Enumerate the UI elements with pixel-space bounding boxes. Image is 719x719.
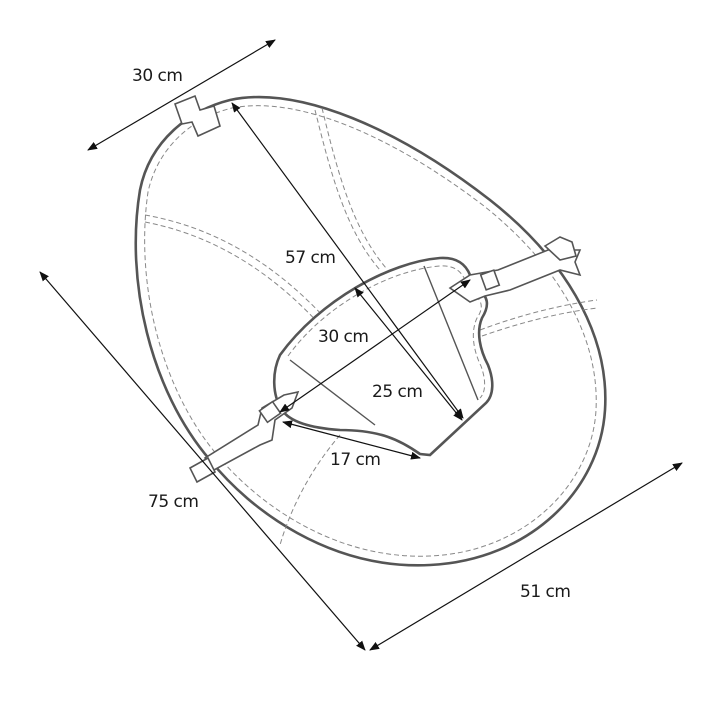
dim-line-total-width [369,462,683,651]
label-insert-length: 25 cm [372,382,423,402]
label-total-length: 75 cm [148,492,199,512]
label-insert-bottom: 17 cm [330,450,381,470]
right-buckle [479,269,501,291]
seam-line [481,307,599,337]
dim-line-top-width [87,39,276,151]
label-top-width: 30 cm [132,66,183,86]
dim-line-total-length [39,271,366,651]
label-total-width: 51 cm [520,582,571,602]
label-seat-length: 57 cm [285,248,336,268]
label-insert-width: 30 cm [318,327,369,347]
right-strap-end [543,236,577,261]
seam-line [479,299,598,331]
